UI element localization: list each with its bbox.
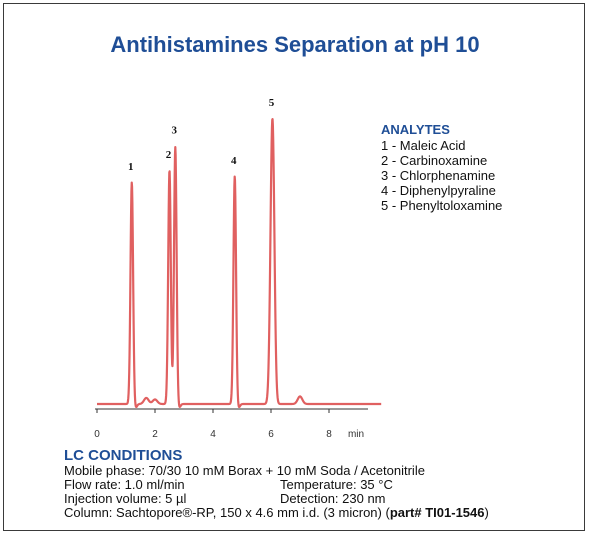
peak-label: 5	[269, 97, 275, 109]
column-text: Column: Sachtopore®-RP, 150 x 4.6 mm i.d…	[64, 505, 382, 520]
peak-label: 1	[128, 161, 134, 173]
peak-label: 4	[231, 155, 237, 167]
peak-label: 2	[166, 149, 172, 161]
x-tick-label: 8	[326, 429, 332, 440]
peak-label: 3	[172, 125, 178, 137]
flow-temperature-row: Flow rate: 1.0 ml/min Temperature: 35 °C	[64, 478, 584, 492]
x-tick-label: 4	[210, 429, 216, 440]
chromatogram-trace	[96, 118, 382, 409]
analyte-item: 3 - Chlorphenamine	[381, 168, 496, 183]
mobile-phase-text: Mobile phase: 70/30 10 mM Borax + 10 mM …	[64, 463, 425, 478]
analyte-item: 4 - Diphenylpyraline	[381, 183, 496, 198]
analytes-legend: ANALYTES 1 - Maleic Acid 2 - Carbinoxami…	[381, 122, 502, 213]
injection-detection-row: Injection volume: 5 µl Detection: 230 nm	[64, 492, 584, 506]
part-open-paren: (	[385, 505, 390, 520]
detection-text: Detection: 230 nm	[280, 491, 386, 506]
temperature-text: Temperature: 35 °C	[280, 477, 393, 492]
lc-conditions: LC CONDITIONS Mobile phase: 70/30 10 mM …	[64, 448, 584, 520]
chart-title: Antihistamines Separation at pH 10	[110, 32, 480, 57]
x-axis-label: min	[348, 429, 364, 440]
x-tick-label: 6	[268, 429, 274, 440]
x-tick-label: 0	[94, 429, 100, 440]
x-tick-label: 2	[152, 429, 158, 440]
analyte-item: 2 - Carbinoxamine	[381, 153, 488, 168]
injection-volume-text: Injection volume: 5 µl	[64, 491, 187, 506]
analyte-item: 1 - Maleic Acid	[381, 138, 466, 153]
analytes-heading: ANALYTES	[381, 122, 450, 137]
lc-conditions-heading: LC CONDITIONS	[64, 447, 183, 464]
part-number: part# TI01-1546	[389, 505, 485, 520]
analyte-item: 5 - Phenyltoloxamine	[381, 198, 503, 213]
flow-rate-text: Flow rate: 1.0 ml/min	[64, 477, 185, 492]
column-row: Column: Sachtopore®-RP, 150 x 4.6 mm i.d…	[64, 506, 584, 520]
part-close-paren: )	[484, 505, 489, 520]
figure-frame: Antihistamines Separation at pH 10 ANALY…	[3, 3, 585, 531]
